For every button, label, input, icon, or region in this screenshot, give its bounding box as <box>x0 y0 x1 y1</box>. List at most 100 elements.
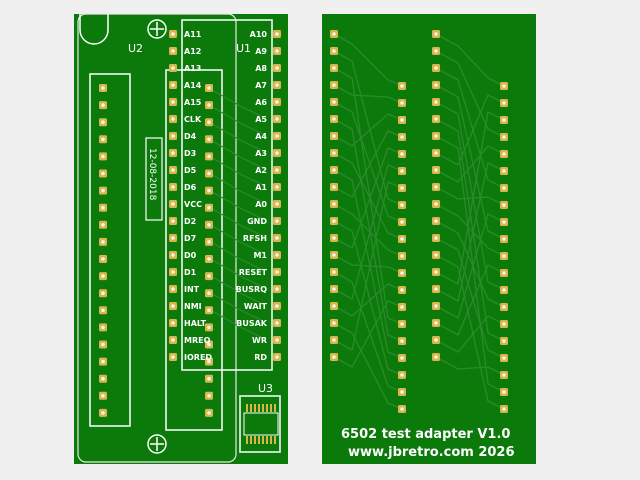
u1-right-pad <box>273 132 281 140</box>
socket-b-pad <box>432 319 440 327</box>
socket-c-pad <box>398 150 406 158</box>
u1-right-pad <box>273 64 281 72</box>
right-board-pads <box>330 30 508 413</box>
socket-b-pad <box>432 353 440 361</box>
pcb-trace <box>208 121 266 153</box>
pcb-trace <box>208 155 266 187</box>
u3-body <box>243 412 279 436</box>
u1-right-pad <box>273 30 281 38</box>
socket-b-pad <box>432 268 440 276</box>
socket-d-pad <box>500 252 508 260</box>
socket-d-pad <box>500 150 508 158</box>
u1-outline <box>181 19 273 371</box>
u2-right-pad <box>205 323 213 332</box>
u1-pin-labels: A11A12A13A14A15CLKD4D3D5D6VCCD2D7D0D1INT… <box>184 30 268 362</box>
u2-left-pad <box>99 306 107 315</box>
u1-pin-label: A4 <box>255 132 267 141</box>
socket-c-pad <box>398 371 406 379</box>
pcb-trace <box>208 274 266 306</box>
u3-pad <box>246 436 248 444</box>
pcb-trace <box>208 308 266 340</box>
pcb-trace <box>435 315 505 353</box>
u1-pin-label: D5 <box>184 166 197 175</box>
socket-c-pad <box>398 405 406 413</box>
date-label: 12-08-2018 <box>147 148 157 201</box>
u1-right-pad <box>273 217 281 225</box>
pcb-trace <box>435 356 505 376</box>
u1-label: U1 <box>236 42 251 55</box>
u3-pad <box>254 436 256 444</box>
socket-a-pad <box>330 217 338 225</box>
socket-a-pad <box>330 47 338 55</box>
u2-right-pad <box>205 289 213 298</box>
u2-left-pad <box>99 84 107 92</box>
pcb-trace <box>333 113 403 147</box>
socket-d-pad <box>500 354 508 362</box>
u1-right-pad <box>273 115 281 123</box>
socket-c-pad <box>398 269 406 277</box>
u1-pin-label: A3 <box>255 149 267 158</box>
u2-right-pad <box>205 237 213 246</box>
u1-right-pad <box>273 149 281 157</box>
left-pcb-board: U2 U1 12-08-2018 U3 A11A12A13A14A15CLKD4… <box>74 13 288 464</box>
pcb-trace <box>333 33 403 87</box>
u1-left-pad <box>169 234 177 242</box>
socket-d-pad <box>500 320 508 328</box>
socket-a-pad <box>330 98 338 106</box>
right-pcb-board: 6502 test adapter V1.0 www.jbretro.com 2… <box>322 14 536 464</box>
u2-right-pad <box>205 357 213 366</box>
u1-pin-label: A7 <box>255 81 267 90</box>
u1-right-pad <box>273 251 281 259</box>
u1-right-pad <box>273 353 281 361</box>
pcb-trace <box>435 111 505 286</box>
u1-pin-label: A0 <box>255 200 267 209</box>
u3-pad <box>266 404 268 412</box>
u1-pin-label: D4 <box>184 132 197 141</box>
socket-b-pad <box>432 285 440 293</box>
socket-a-pad <box>330 81 338 89</box>
u1-pin-label: BUSAK <box>236 319 268 328</box>
u1-right-pad <box>273 166 281 174</box>
socket-c-pad <box>398 286 406 294</box>
u1-left-pad <box>169 251 177 259</box>
u1-right-pad <box>273 285 281 293</box>
u2-right-pad <box>205 408 213 417</box>
socket-a-pad <box>330 251 338 259</box>
u1-pin-label: D2 <box>184 217 196 226</box>
pcb-trace <box>208 223 266 255</box>
pcb-trace <box>333 322 403 410</box>
crystal-outline <box>79 14 109 45</box>
u2-left-pad <box>99 169 107 178</box>
u2-left-pad <box>99 237 107 246</box>
left-board-pads <box>99 30 281 444</box>
socket-d-pad <box>500 235 508 243</box>
u2-left-pad <box>99 272 107 281</box>
socket-a-pad <box>330 30 338 38</box>
u3-pad <box>246 404 248 412</box>
pcb-trace <box>208 291 266 323</box>
socket-c-pad <box>398 184 406 192</box>
socket-b-pad <box>432 47 440 55</box>
u1-pin-label: WAIT <box>244 302 268 311</box>
u3-pad <box>258 404 260 412</box>
u1-pin-label: A8 <box>255 64 267 73</box>
socket-b-pad <box>432 217 440 225</box>
socket-a-pad <box>330 115 338 123</box>
socket-c-pad <box>398 388 406 396</box>
u1-pin-label: A5 <box>255 115 267 124</box>
socket-a-pad <box>330 132 338 140</box>
u1-left-pad <box>169 166 177 174</box>
pcb-trace <box>435 50 505 138</box>
socket-a-pad <box>330 200 338 208</box>
pcb-trace <box>333 130 403 198</box>
u1-right-pad <box>273 268 281 276</box>
socket-b-pad <box>432 336 440 344</box>
pcb-trace <box>208 189 266 221</box>
socket-c-pad <box>398 354 406 362</box>
u1-pin-label: A15 <box>184 98 202 107</box>
u1-left-pad <box>169 30 177 38</box>
u1-right-pad <box>273 336 281 344</box>
socket-c-pad <box>398 82 406 90</box>
socket-c-pad <box>398 218 406 226</box>
